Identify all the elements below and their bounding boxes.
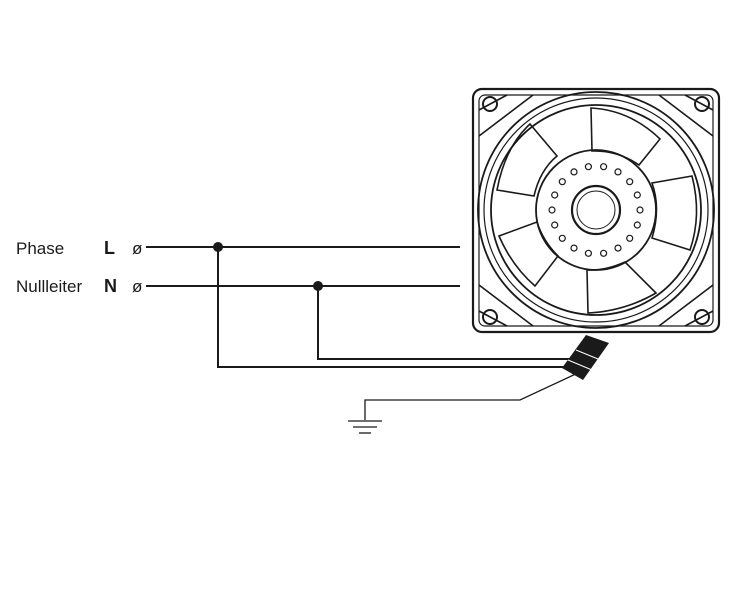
hub-hole	[636, 206, 644, 214]
terminal-neutral: Nullleiter N ø	[16, 276, 142, 296]
neutral-junction-dot	[313, 281, 323, 291]
terminal-phase: Phase L ø	[16, 238, 142, 258]
neutral-drop-wire	[317, 286, 575, 360]
hub-hole	[551, 191, 559, 199]
terminal-phase-code: L	[104, 238, 115, 258]
terminal-neutral-code: N	[104, 276, 117, 296]
ground-symbol-icon	[348, 420, 382, 434]
hub-hole	[626, 234, 634, 242]
hub-hole	[570, 244, 578, 252]
phase-drop-wire	[217, 247, 580, 368]
hub-hole	[558, 178, 566, 186]
axial-fan-icon	[471, 87, 721, 334]
terminal-neutral-name: Nullleiter	[16, 277, 82, 296]
hub-hole	[599, 249, 608, 257]
hub-hole	[633, 191, 641, 199]
hub-hole	[558, 234, 566, 242]
hub-hole	[599, 163, 608, 171]
phase-junction-dot	[213, 242, 223, 252]
terminal-neutral-symbol: ø	[132, 277, 142, 296]
wiring	[146, 242, 581, 420]
fan-hub-holes	[548, 163, 644, 257]
fan-cable-bundle	[562, 335, 609, 380]
hub-hole	[584, 249, 593, 257]
hub-hole	[570, 168, 578, 176]
terminal-phase-symbol: ø	[132, 239, 142, 258]
hub-hole	[633, 221, 641, 229]
hub-hole	[614, 244, 622, 252]
hub-hole	[584, 163, 593, 171]
hub-hole	[614, 168, 622, 176]
hub-hole	[548, 206, 556, 214]
hub-hole	[626, 178, 634, 186]
earth-wire	[364, 371, 581, 420]
hub-hole	[551, 221, 559, 229]
terminal-phase-name: Phase	[16, 239, 64, 258]
